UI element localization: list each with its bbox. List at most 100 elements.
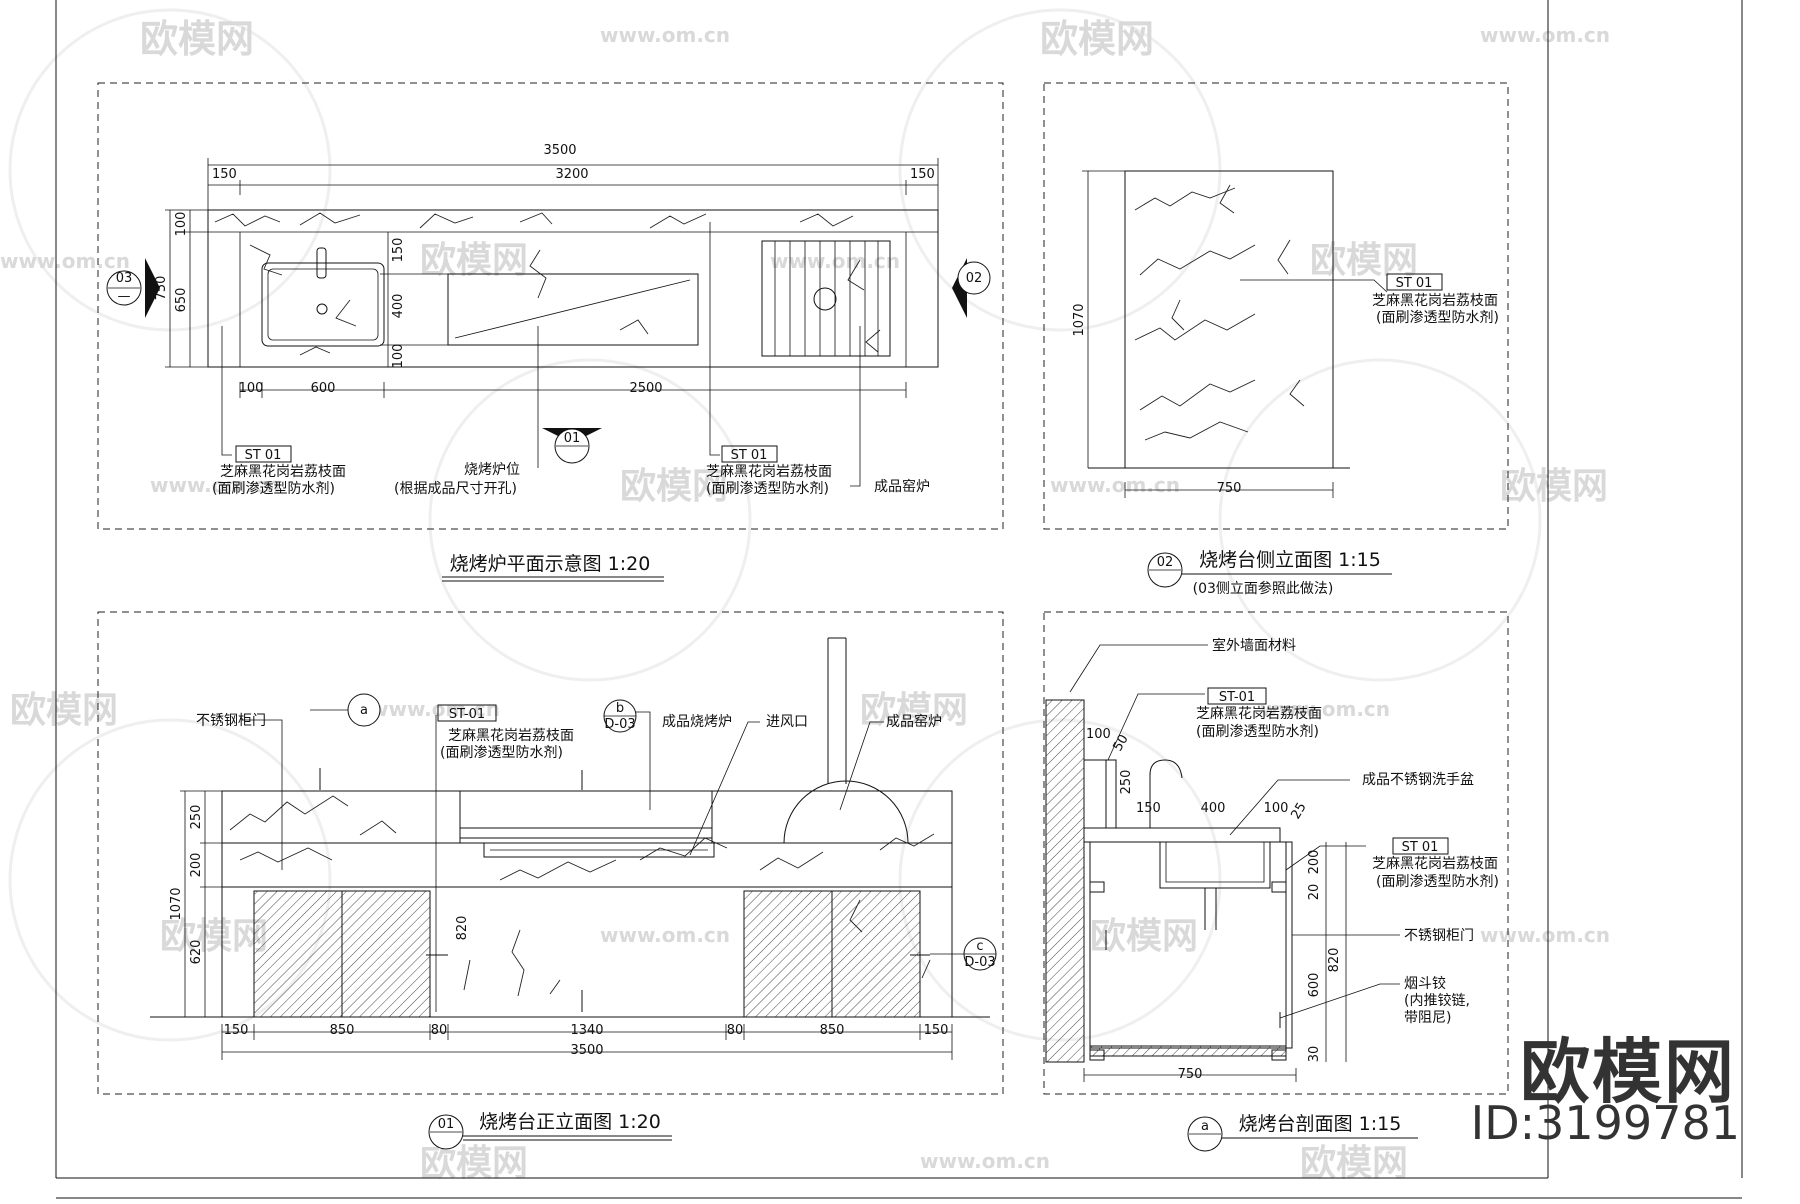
section-note-basin: 成品不锈钢洗手盆 — [1362, 772, 1474, 788]
watermark-url: www.om.cn — [1050, 473, 1180, 497]
marker-arrow — [145, 258, 160, 318]
front-title: 烧烤台正立面图 1:20 — [479, 1111, 661, 1133]
watermark-brand: 欧模网 — [860, 690, 968, 731]
plan-note-granite-2: 芝麻黑花岗岩荔枝面 — [706, 464, 832, 480]
svg-text:02: 02 — [966, 271, 983, 286]
marker-02 — [957, 261, 991, 295]
watermark-layer: 欧模网 欧模网 欧模网 欧模网 欧模网 欧模网 欧模网 欧模网 欧模网 欧模网 … — [0, 8, 1610, 1184]
watermark-url: www.om.cn — [1260, 697, 1390, 721]
plan-dim-b2: 600 — [311, 381, 336, 396]
watermark-url: www.om.cn — [1480, 923, 1610, 947]
plan-dim-side-total: 750 — [154, 276, 169, 301]
front-dim-h-total: 3500 — [570, 1043, 603, 1058]
front-dim-h5: 80 — [727, 1023, 744, 1038]
watermark-url: www.om.cn — [0, 249, 130, 273]
front-note-grill: 成品烧烤炉 — [662, 714, 732, 730]
front-dim-v2: 200 — [189, 853, 204, 878]
svg-text:03: 03 — [116, 271, 133, 286]
watermark-url: www.om.cn — [920, 1149, 1050, 1173]
front-dim-h1: 150 — [224, 1023, 249, 1038]
section-dim-5: 400 — [1201, 801, 1226, 816]
side-subtitle: (03侧立面参照此做法) — [1193, 580, 1334, 597]
front-note-granite: 芝麻黑花岗岩荔枝面 — [448, 728, 574, 744]
svg-text:ST 01: ST 01 — [731, 448, 768, 463]
front-note-vent: 进风口 — [766, 714, 808, 730]
svg-text:a: a — [1201, 1119, 1209, 1134]
plan-note-oven: 成品窑炉 — [874, 478, 930, 495]
watermark-url: www.om.cn — [600, 23, 730, 47]
side-title: 烧烤台侧立面图 1:15 — [1199, 549, 1381, 571]
section-note-door: 不锈钢柜门 — [1404, 928, 1474, 944]
section-note-sealant-2: (面刷渗透型防水剂) — [1376, 874, 1499, 890]
watermark-brand: 欧模网 — [140, 17, 254, 61]
svg-text:D-03: D-03 — [604, 717, 635, 732]
front-dim-h6: 850 — [820, 1023, 845, 1038]
svg-text:ST-01: ST-01 — [449, 707, 485, 722]
section-note-hinge: 烟斗铰 — [1404, 976, 1446, 992]
svg-text:ST 01: ST 01 — [1396, 276, 1433, 291]
section-dim-3: 250 — [1119, 770, 1134, 795]
front-note-sealant: (面刷渗透型防水剂) — [440, 745, 563, 761]
watermark-brand: 欧模网 — [160, 916, 268, 957]
section-dim-10: 820 — [1327, 948, 1342, 973]
watermark-brand: 欧模网 — [420, 240, 528, 281]
watermark-brand: 欧模网 — [1300, 1143, 1408, 1184]
svg-text:ST 01: ST 01 — [1402, 840, 1439, 855]
plan-tag-st01 — [721, 445, 778, 463]
brand-id: ID:3199781 — [1470, 1096, 1740, 1150]
front-dim-h4: 1340 — [570, 1023, 603, 1038]
plan-dim-b1: 100 — [239, 381, 264, 396]
front-note-door: 不锈钢柜门 — [196, 713, 266, 729]
section-dim-2: 50 — [1110, 732, 1131, 754]
section-view: ST-01 ST 01 室外墙面材料 芝麻黑花岗岩荔枝面 (面刷渗透型防水剂) … — [1043, 611, 1509, 1152]
plan-view: 3500 3200 150 150 100 650 750 150 400 10… — [97, 82, 1004, 582]
section-dim-6: 100 — [1264, 801, 1289, 816]
svg-text:ST-01: ST-01 — [1219, 690, 1255, 705]
watermark-brand: 欧模网 — [1310, 240, 1418, 281]
watermark-url: www.om.cn — [600, 923, 730, 947]
section-dim-9: 20 — [1307, 884, 1322, 901]
side-note-granite: 芝麻黑花岗岩荔枝面 — [1372, 293, 1498, 309]
plan-tag-st01 — [235, 445, 292, 463]
section-dim-depth: 750 — [1178, 1067, 1203, 1082]
section-dim-1: 100 — [1086, 727, 1111, 742]
front-dim-v1: 250 — [189, 805, 204, 830]
front-dim-v3: 620 — [189, 940, 204, 965]
side-dim-height: 1070 — [1072, 303, 1087, 336]
watermark-brand: 欧模网 — [1040, 17, 1154, 61]
plan-dim-grill-top: 150 — [391, 238, 406, 263]
section-note-granite: 芝麻黑花岗岩荔枝面 — [1196, 706, 1322, 722]
front-note-oven: 成品窑炉 — [886, 713, 942, 730]
svg-text:b: b — [616, 701, 624, 716]
section-tag-st01-2 — [1392, 837, 1449, 855]
plan-dim-grill-depth: 400 — [391, 294, 406, 319]
section-title: 烧烤台剖面图 1:15 — [1239, 1113, 1402, 1135]
plan-dim-side-mid: 650 — [174, 288, 189, 313]
section-tag-st01 — [1207, 687, 1267, 705]
side-tag-st01 — [1386, 273, 1443, 291]
svg-text:ST 01: ST 01 — [245, 448, 282, 463]
watermark-brand: 欧模网 — [10, 690, 118, 731]
side-view: 1070 750 ST 01 芝麻黑花岗岩荔枝面 (面刷渗透型防水剂) 02 烧… — [1043, 82, 1509, 597]
plan-dim-grill-bottom: 100 — [391, 344, 406, 369]
side-dim-depth: 750 — [1217, 481, 1242, 496]
plan-note-sealant-2: (面刷渗透型防水剂) — [706, 481, 829, 497]
watermark-brand: 欧模网 — [620, 466, 728, 507]
front-dim-h3: 80 — [431, 1023, 448, 1038]
front-dim-ticks — [221, 1024, 953, 1060]
plan-dim-right: 150 — [910, 167, 935, 182]
plan-dim-b3: 2500 — [629, 381, 662, 396]
section-dim-8: 200 — [1307, 850, 1322, 875]
section-note-hinge-3: 带阻尼) — [1404, 1010, 1451, 1026]
svg-text:a: a — [360, 703, 368, 718]
sheet-frame — [55, 0, 1743, 1199]
watermark-brand: 欧模网 — [1500, 466, 1608, 507]
section-dim-4: 150 — [1136, 801, 1161, 816]
plan-dim-left: 150 — [212, 167, 237, 182]
section-note-granite-2: 芝麻黑花岗岩荔枝面 — [1372, 856, 1498, 872]
watermark-url: www.om.cn — [1480, 23, 1610, 47]
section-wall — [1045, 699, 1085, 1063]
front-view: a b D-03 c D-03 ST-01 不锈钢柜门 芝麻黑花岗岩荔枝面 (面… — [97, 611, 1004, 1150]
watermark-brand: 欧模网 — [1090, 916, 1198, 957]
